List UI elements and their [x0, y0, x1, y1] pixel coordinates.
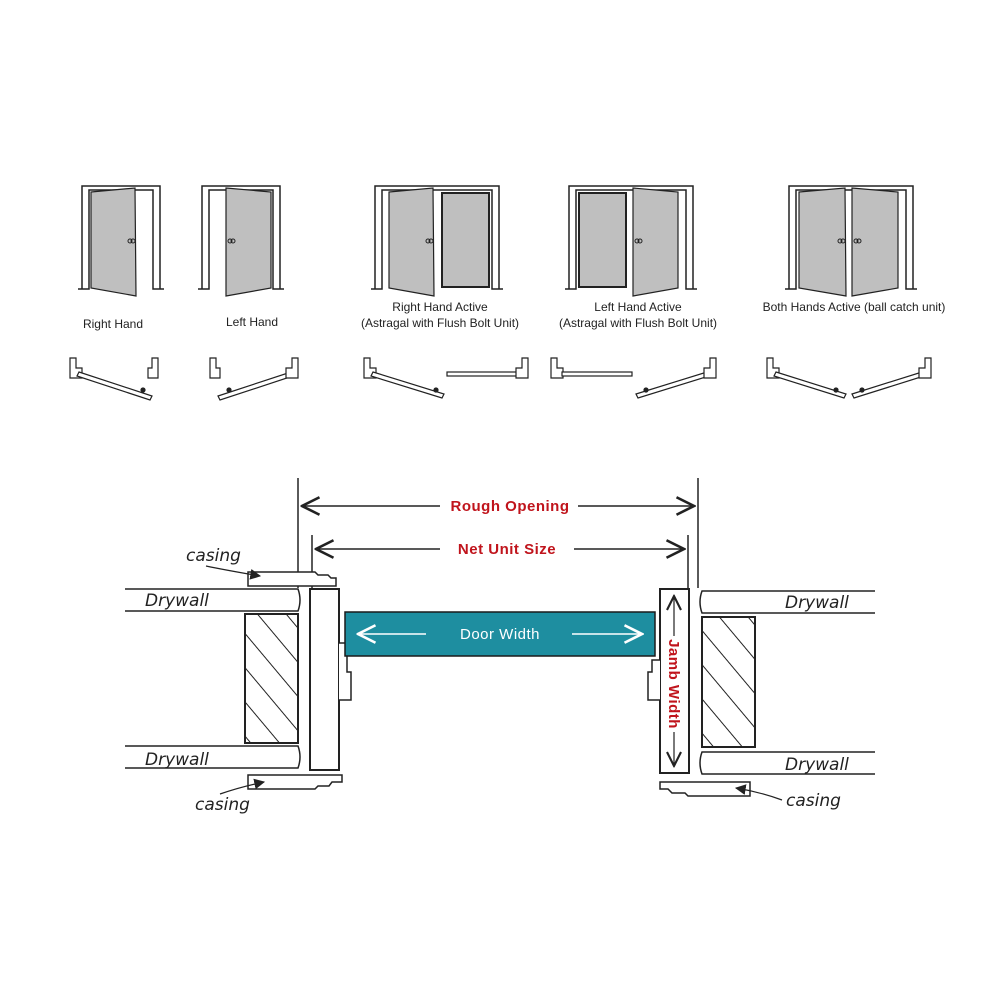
both-hands-active-plan [766, 357, 932, 399]
left-stud [244, 613, 299, 744]
both-hands-active-elevation [785, 185, 917, 297]
right-casing-bottom [659, 781, 751, 797]
lha-label-line2: (Astragal with Flush Bolt Unit) [559, 316, 717, 330]
left-drywall-bottom-label: Drywall [145, 750, 209, 770]
casing-leader-bottom-left [219, 778, 266, 795]
both-hands-label: Both Hands Active (ball catch unit) [763, 300, 946, 314]
left-hand-active-elevation [565, 185, 697, 297]
casing-leader-bottom-right [734, 784, 783, 801]
right-drywall-bottom-label: Drywall [785, 755, 849, 775]
right-drywall-top [699, 590, 875, 614]
right-hand-active-elevation [371, 185, 503, 297]
right-hand-plan [69, 357, 159, 401]
lha-label-line1: Left Hand Active [594, 300, 682, 314]
left-jamb [309, 588, 340, 771]
jamb-width-label-bg [666, 636, 682, 732]
door-width-label: Door Width [460, 626, 540, 643]
left-hand-plan [209, 357, 299, 401]
right-drywall-bottom [699, 751, 875, 775]
left-drywall-top-label: Drywall [145, 591, 209, 611]
left-drywall-bottom [125, 745, 301, 769]
net-unit-size-label: Net Unit Size [458, 541, 556, 558]
left-hand-active-plan [550, 357, 717, 399]
right-stud [701, 616, 756, 748]
left-casing-top [247, 571, 337, 587]
right-hand-active-plan [363, 357, 529, 399]
left-casing-bottom [247, 774, 343, 790]
left-hand-label: Left Hand [226, 315, 278, 329]
right-drywall-top-label: Drywall [785, 593, 849, 613]
left-hand-elevation [198, 185, 284, 297]
left-drywall-top [125, 588, 301, 612]
casing-label-top-left: casing [186, 546, 241, 566]
right-hand-label: Right Hand [83, 317, 143, 331]
rha-label-line1: Right Hand Active [392, 300, 488, 314]
right-jamb-stop [647, 659, 660, 701]
rough-opening-label: Rough Opening [451, 498, 570, 515]
rha-label-line2: (Astragal with Flush Bolt Unit) [361, 316, 519, 330]
right-hand-elevation [78, 185, 164, 297]
jamb-width-label: Jamb Width [665, 639, 682, 729]
casing-label-bottom-right: casing [786, 791, 841, 811]
casing-label-bottom-left: casing [195, 795, 250, 815]
casing-leader-top-left [205, 565, 262, 580]
